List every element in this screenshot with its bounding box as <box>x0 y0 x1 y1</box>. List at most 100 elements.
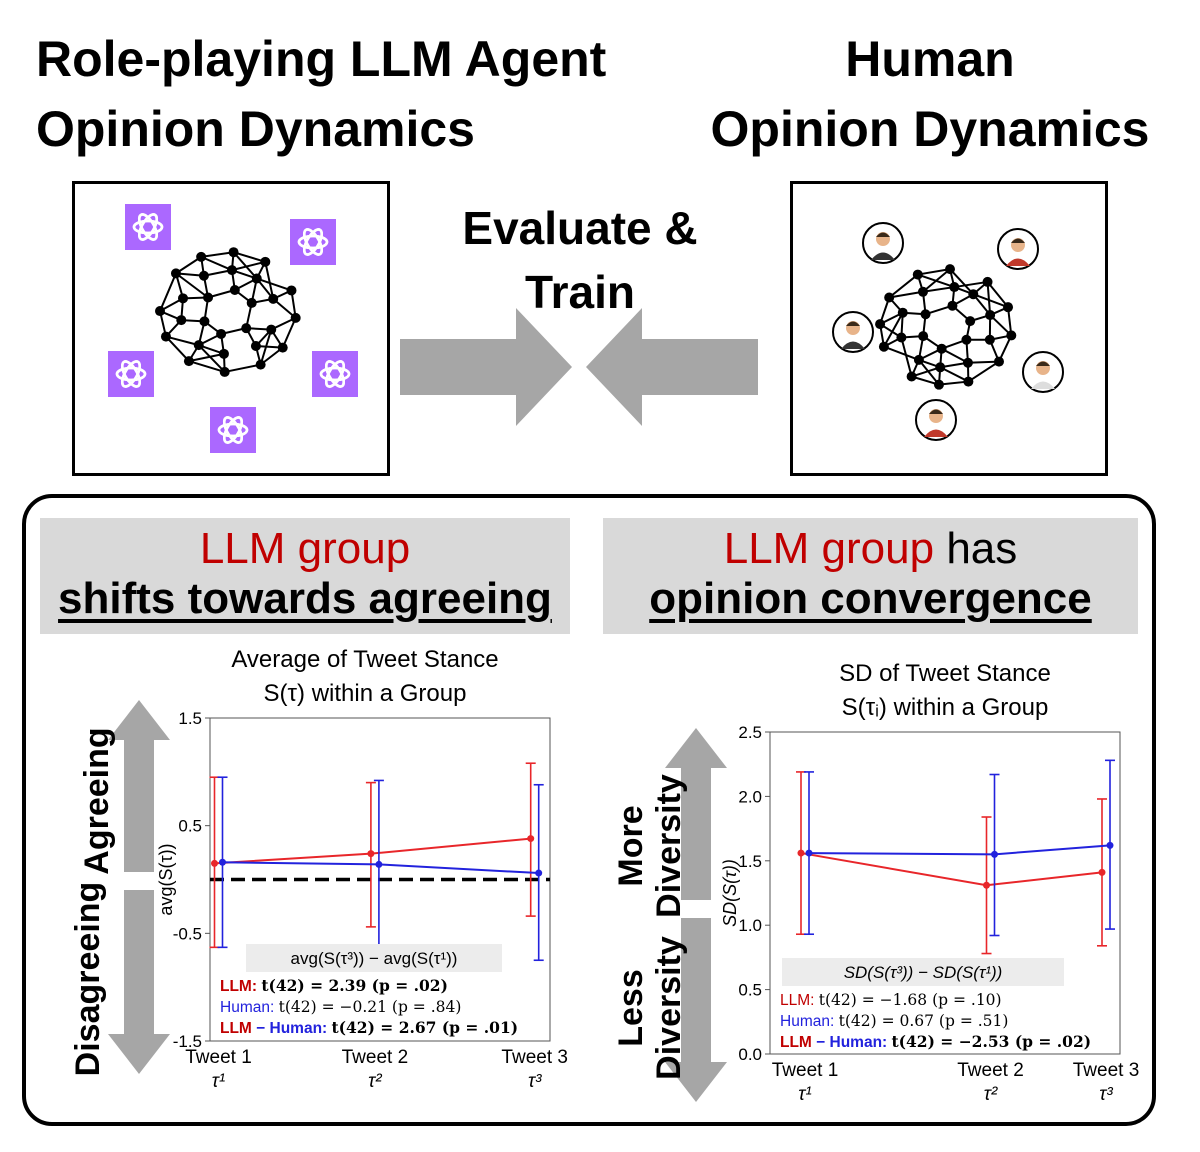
avatar-hair <box>1036 361 1050 366</box>
x-tick-sublabel: τ² <box>984 1084 998 1105</box>
logo-petal <box>120 360 142 388</box>
disagreeing-label: Disagreeing <box>69 881 107 1077</box>
icon-background <box>290 219 336 265</box>
network-node <box>968 289 979 300</box>
person-avatar-icon <box>1022 351 1064 393</box>
right-banner-red: LLM group <box>723 524 935 573</box>
stats-value: t(42) = 0.67 (p = .51) <box>839 1012 1009 1030</box>
stats-value: t(42) = −2.53 (p = .02) <box>892 1032 1092 1051</box>
train-label: Train <box>525 266 635 318</box>
stats-label: LLM − Human: <box>780 1034 892 1051</box>
diversity-arrows <box>665 728 727 1102</box>
person-avatar-icon <box>915 399 957 441</box>
network-node <box>906 371 917 382</box>
left-arrow-icon <box>586 308 758 426</box>
network-edge <box>232 251 258 280</box>
stats-label-human: − Human: <box>256 1020 331 1037</box>
network-node <box>155 306 166 317</box>
network-edge <box>188 360 225 373</box>
network-edge <box>264 261 275 300</box>
openai-logo-icon <box>125 204 171 250</box>
network-node <box>917 286 928 297</box>
llm-network-box <box>72 181 390 476</box>
network-node <box>196 251 207 262</box>
network-node <box>218 348 229 359</box>
diversity-label: Diversity <box>650 936 688 1080</box>
x-tick-label: Tweet 3 <box>501 1047 568 1068</box>
network-node <box>985 310 996 321</box>
stats-line: Human: t(42) = 0.67 (p = .51) <box>780 1012 1008 1030</box>
network-node <box>246 297 257 308</box>
network-node <box>936 343 947 354</box>
y-tick-label: -0.5 <box>173 924 202 943</box>
series-line-human <box>808 844 1111 856</box>
y-tick-label: -1.5 <box>173 1032 202 1051</box>
right-arrow-icon <box>400 308 572 426</box>
network-node <box>961 334 972 345</box>
network-node <box>177 293 188 304</box>
stats-line: LLM: t(42) = 2.39 (p = .02) <box>220 976 448 995</box>
plot-frame <box>769 731 1121 1055</box>
avatar-body <box>924 429 948 437</box>
stats-label: LLM: <box>780 992 819 1009</box>
network-node <box>290 312 301 323</box>
network-node <box>884 292 895 303</box>
stats-label-human: − Human: <box>816 1034 891 1051</box>
stats-label: Human: <box>780 1013 839 1030</box>
network-node <box>963 376 974 387</box>
network-node <box>896 332 907 343</box>
network-edge <box>188 352 225 363</box>
logo-petal <box>217 422 249 438</box>
network-node <box>933 379 944 390</box>
llm-network-graph <box>108 204 358 453</box>
right-banner-rest: has <box>934 524 1018 573</box>
avatar-hair <box>846 321 860 326</box>
network-node <box>183 356 194 367</box>
network-edge <box>967 360 1000 364</box>
icon-background <box>108 351 154 397</box>
up-arrow-icon <box>108 700 170 872</box>
network-edge <box>967 360 1000 383</box>
network-node <box>1006 330 1017 341</box>
stats-header: SD(S(τ³)) − SD(S(τ¹)) <box>844 963 1003 982</box>
x-tick-sublabel: τ¹ <box>798 1084 811 1105</box>
network-node <box>962 357 973 368</box>
avatar-hair <box>876 232 890 237</box>
data-point <box>983 881 990 889</box>
results-panel <box>22 494 1156 1126</box>
network-edge <box>972 293 1009 309</box>
logo-petal <box>297 234 329 250</box>
network-edge <box>159 272 177 312</box>
openai-logo-icon <box>210 407 256 453</box>
logo-petal <box>222 416 244 444</box>
network-node <box>216 328 227 339</box>
network-node <box>935 362 946 373</box>
right-chart-title: SD of Tweet Stance S(τᵢ) within a Group <box>760 657 1130 725</box>
stats-header-bg <box>246 944 502 972</box>
down-arrow-icon <box>108 890 170 1074</box>
logo-petal <box>115 366 147 382</box>
right-title-line1: Human <box>845 31 1015 87</box>
avatar-body <box>841 341 865 349</box>
data-point <box>797 849 805 857</box>
person-avatar-icon <box>862 222 904 264</box>
network-node <box>228 247 239 258</box>
stats-value: t(42) = −0.21 (p = .84) <box>279 998 462 1016</box>
data-point <box>535 869 543 877</box>
network-node <box>160 331 171 342</box>
avatar-body <box>1006 258 1030 266</box>
network-edge <box>201 251 234 258</box>
logo-petal <box>222 416 244 444</box>
icon-background <box>210 407 256 453</box>
logo-petal <box>132 219 164 235</box>
data-point <box>1098 868 1106 876</box>
network-edge <box>883 345 920 361</box>
x-tick-sublabel: τ³ <box>1099 1084 1113 1105</box>
network-node <box>277 342 288 353</box>
stats-label-llm: LLM <box>220 1020 256 1037</box>
stats-header-bg <box>782 958 1064 986</box>
network-node <box>250 341 261 352</box>
left-banner-red: LLM group <box>199 524 411 573</box>
network-edge <box>259 329 273 365</box>
